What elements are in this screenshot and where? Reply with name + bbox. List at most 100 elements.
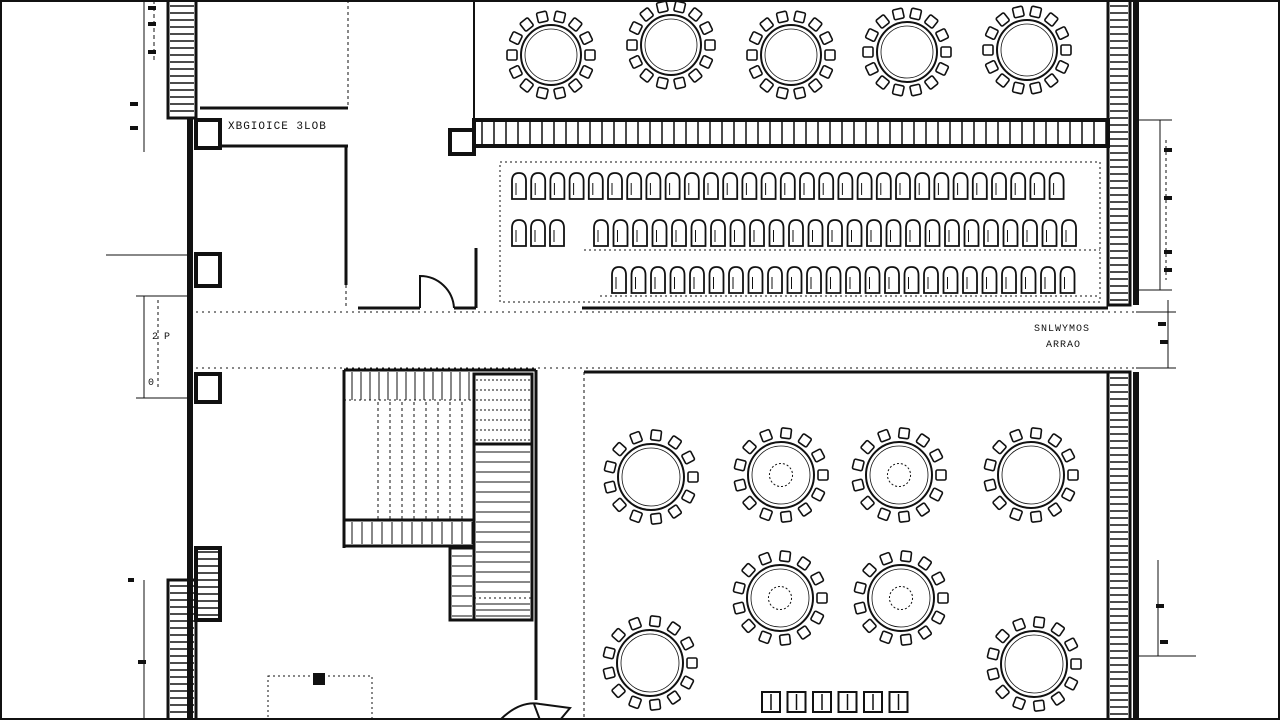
round-table [602,615,698,711]
round-table [626,0,716,90]
chair [810,610,825,625]
theater-seat [806,266,822,294]
chair [699,21,714,36]
theater-seat [651,219,668,247]
left-dimension-ticks [128,6,156,664]
chair [816,592,828,604]
theater-seat [914,172,931,200]
theater-seat [1048,172,1065,200]
bottom-bench-row [761,691,909,713]
chair [995,73,1010,88]
theater-seat [1029,172,1046,200]
theater-seat [747,266,764,294]
chair [853,601,867,615]
chair [628,21,643,36]
chair [648,615,662,628]
theater-seat [710,219,726,247]
theater-seat [799,172,815,200]
round-table [506,10,596,100]
chair [602,666,616,680]
upper-hall-tables [506,0,1072,100]
chair [1011,5,1025,19]
chair [860,439,875,455]
bench-unit [863,691,883,713]
chair [1029,510,1043,523]
theater-seat [845,266,861,294]
round-table [732,550,828,646]
theater-seat [741,172,758,200]
chair [864,28,879,43]
chair [579,64,594,79]
chair [931,571,946,586]
chair [655,76,669,90]
chair [629,430,643,445]
chair [579,31,594,46]
theater-seat [905,219,921,247]
chair [899,633,913,646]
chair [897,510,911,523]
theater-seat [683,172,700,200]
theater-seat [630,266,647,294]
chair [667,504,683,519]
chair [1012,696,1026,711]
theater-seat [942,266,959,294]
chair [688,7,703,22]
theater-seat [963,219,980,247]
theater-seat [669,266,686,294]
chair [1029,427,1043,440]
dimension-label-lower: 0 [148,378,155,389]
chair [879,630,893,645]
chair [681,450,696,465]
theater-seat [612,219,629,247]
chair [1061,487,1076,502]
chair [810,571,825,586]
chair [853,581,867,595]
chair [535,86,549,100]
theater-seat [768,219,785,247]
theater-seat [708,266,725,294]
chair [649,429,663,442]
theater-seat [866,219,882,247]
chair [667,435,683,450]
theater-seat [1001,266,1017,294]
corridor [196,311,1136,369]
chair [879,551,893,566]
chair [775,86,789,100]
chair [1044,12,1059,27]
chair [986,647,1000,661]
theater-seat [864,266,881,294]
chair [796,625,812,640]
chair [1009,428,1023,443]
chair [535,10,549,24]
chair [1070,658,1082,670]
corridor-label-line1: SNLWYMOS [1034,324,1091,335]
theater-seat [1061,219,1077,247]
chair [935,28,950,43]
chair [568,17,583,32]
chair [758,630,772,645]
chair [1032,699,1046,712]
chair [1060,44,1072,56]
chair [748,64,763,79]
theater-seat [722,172,739,200]
theater-seat [786,266,803,294]
round-table [603,429,699,525]
theater-seat [962,266,978,294]
chair [819,31,834,46]
theater-seat [846,219,863,247]
chair [797,433,813,448]
bench-unit [812,691,832,713]
theater-seat [1002,219,1019,247]
chair [506,49,518,61]
theater-seat [779,172,796,200]
theater-seat [549,172,566,200]
right-dimension-lines [1136,119,1196,657]
round-table [862,7,952,97]
theater-seat [825,266,842,294]
bottom-entrance [267,673,572,720]
theater-seat [689,266,705,294]
chair [1047,502,1063,517]
chair [984,59,999,74]
chair [779,510,793,523]
